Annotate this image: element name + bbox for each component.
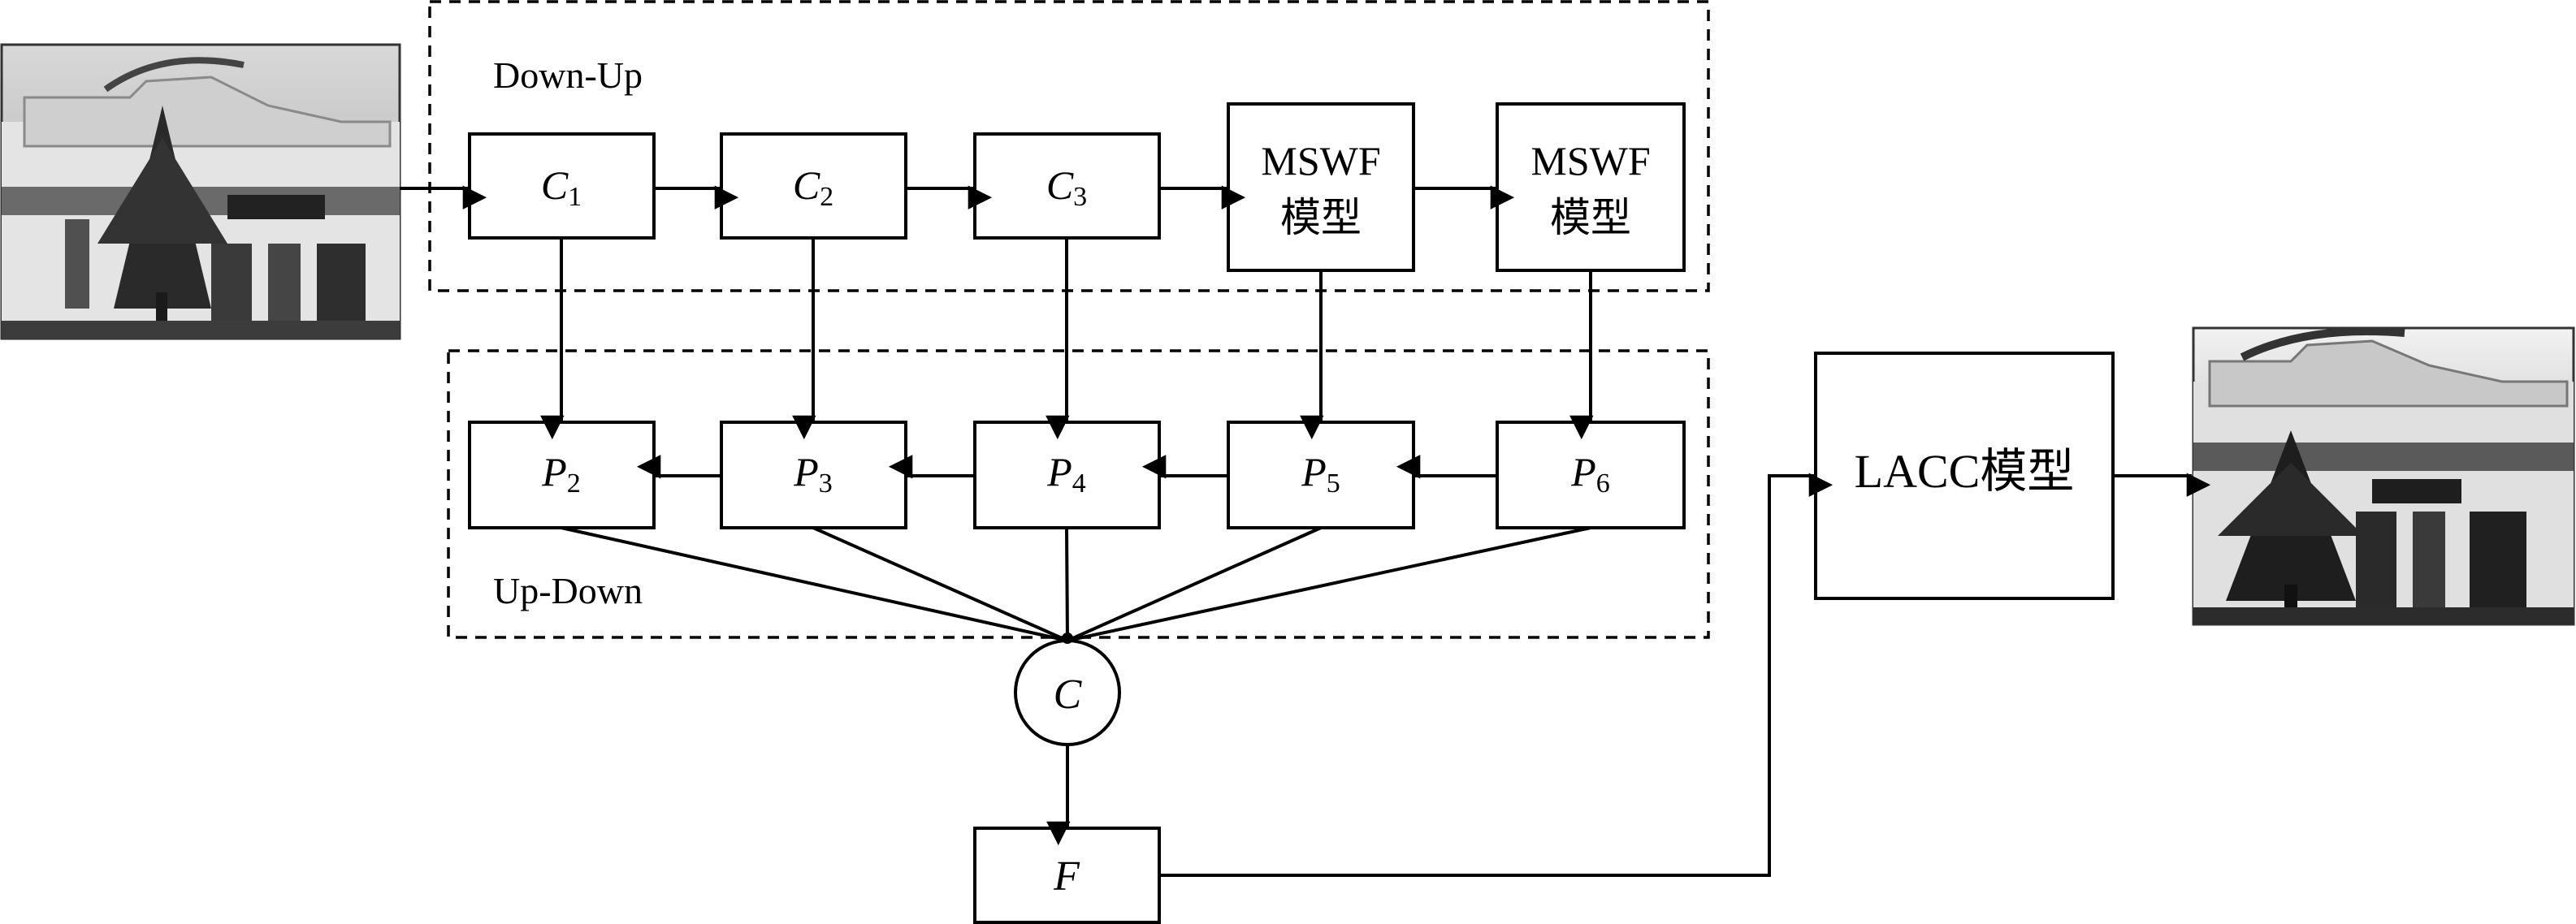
svg-text:模型: 模型 [1550,195,1631,240]
svg-text:C: C [1054,671,1083,718]
node-p4: P4 [973,421,1161,529]
connectors [400,185,2211,877]
svg-text:C3: C3 [1046,162,1087,212]
svg-text:P3: P3 [793,449,833,499]
input-building-photo [0,43,401,340]
output-building-photo [2192,326,2575,626]
node-mswf-2: MSWF 模型 [1496,102,1686,272]
node-mswf-1: MSWF 模型 [1227,102,1415,272]
svg-text:C1: C1 [541,162,582,212]
concat-node: C [1014,639,1121,746]
svg-text:P6: P6 [1570,449,1610,499]
down-up-group [428,0,1710,292]
lacc-model-node: LACC模型 [1814,352,2115,600]
node-p3: P3 [720,421,907,529]
svg-text:模型: 模型 [1280,195,1362,240]
up-down-label: Up-Down [493,570,643,611]
node-p2: P2 [468,421,656,529]
node-p5: P5 [1227,421,1415,529]
svg-text:MSWF: MSWF [1530,138,1650,184]
down-up-label: Down-Up [493,54,643,96]
svg-text:P2: P2 [541,449,581,499]
svg-text:P5: P5 [1301,449,1340,499]
svg-text:MSWF: MSWF [1261,138,1380,184]
svg-text:LACC模型: LACC模型 [1855,445,2075,498]
up-down-group [447,349,1710,639]
node-c1: C1 [468,132,656,240]
node-c2: C2 [720,132,907,240]
svg-text:P4: P4 [1046,449,1086,499]
node-c3: C3 [973,132,1161,240]
fusion-node: F [973,827,1161,924]
svg-text:F: F [1053,853,1080,900]
node-p6: P6 [1496,421,1686,529]
svg-text:C2: C2 [793,162,833,212]
